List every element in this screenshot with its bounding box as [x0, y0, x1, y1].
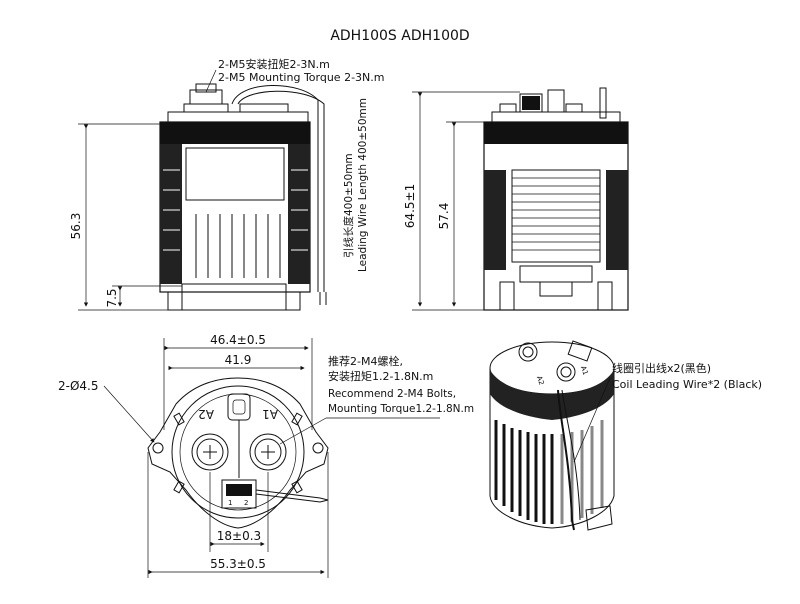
mounting-torque-note-cn: 2-M5安装扭矩2-3N.m — [218, 57, 330, 71]
dimension-holes-diameter: 2-Ø4.5 — [58, 379, 99, 393]
terminal-label-a2: A2 — [198, 407, 214, 421]
dimension-total-height-64-5: 64.5±1 — [403, 184, 417, 228]
bolt-note-cn-2: 安装扭矩1.2-1.8N.m — [328, 369, 433, 383]
dimension-height-56-3: 56.3 — [69, 213, 83, 240]
dimension-pitch-18: 18±0.3 — [217, 529, 261, 543]
wire-length-label-en: Leading Wire Length 400±50mm — [357, 98, 369, 272]
wire-length-label-cn: 引线长度400±50mm — [342, 153, 355, 258]
bolt-note-cn-1: 推荐2-M4螺栓, — [328, 354, 403, 368]
iso-terminal-a1: A1 — [579, 365, 590, 376]
dimension-inner-41-9: 41.9 — [225, 353, 252, 367]
dimension-body-height-57-4: 57.4 — [437, 203, 451, 230]
dimension-flange-55-3: 55.3±0.5 — [210, 557, 266, 571]
side-view: 64.5±1 57.4 — [403, 87, 629, 311]
coil-wire-label-cn: 线圈引出线x2(黑色) — [612, 361, 711, 375]
drawing-title: ADH100S ADH100D — [330, 28, 469, 44]
isometric-view: A1 A2 线圈引出线x2(黑色) Coil Leading Wire*2 (B… — [489, 340, 762, 531]
iso-terminal-a2: A2 — [535, 375, 546, 386]
bolt-note-en-2: Mounting Torque1.2-1.8N.m — [328, 403, 474, 415]
front-view: 2-M5安装扭矩2-3N.m 2-M5 Mounting Torque 2-3N… — [69, 57, 384, 311]
connector-pin-2: 2 — [244, 499, 248, 507]
bottom-view: A2 A1 1 2 46.4±0.5 41.9 2-Ø4.5 18±0. — [58, 333, 474, 578]
dimension-base-7-5: 7.5 — [105, 288, 119, 307]
dimension-width-46-4: 46.4±0.5 — [210, 333, 266, 347]
connector-pin-1: 1 — [228, 499, 232, 507]
terminal-label-a1: A1 — [262, 407, 278, 421]
bolt-note-en-1: Recommend 2-M4 Bolts, — [328, 388, 456, 400]
coil-wire-label-en: Coil Leading Wire*2 (Black) — [612, 378, 762, 391]
mounting-torque-note-en: 2-M5 Mounting Torque 2-3N.m — [218, 71, 384, 84]
